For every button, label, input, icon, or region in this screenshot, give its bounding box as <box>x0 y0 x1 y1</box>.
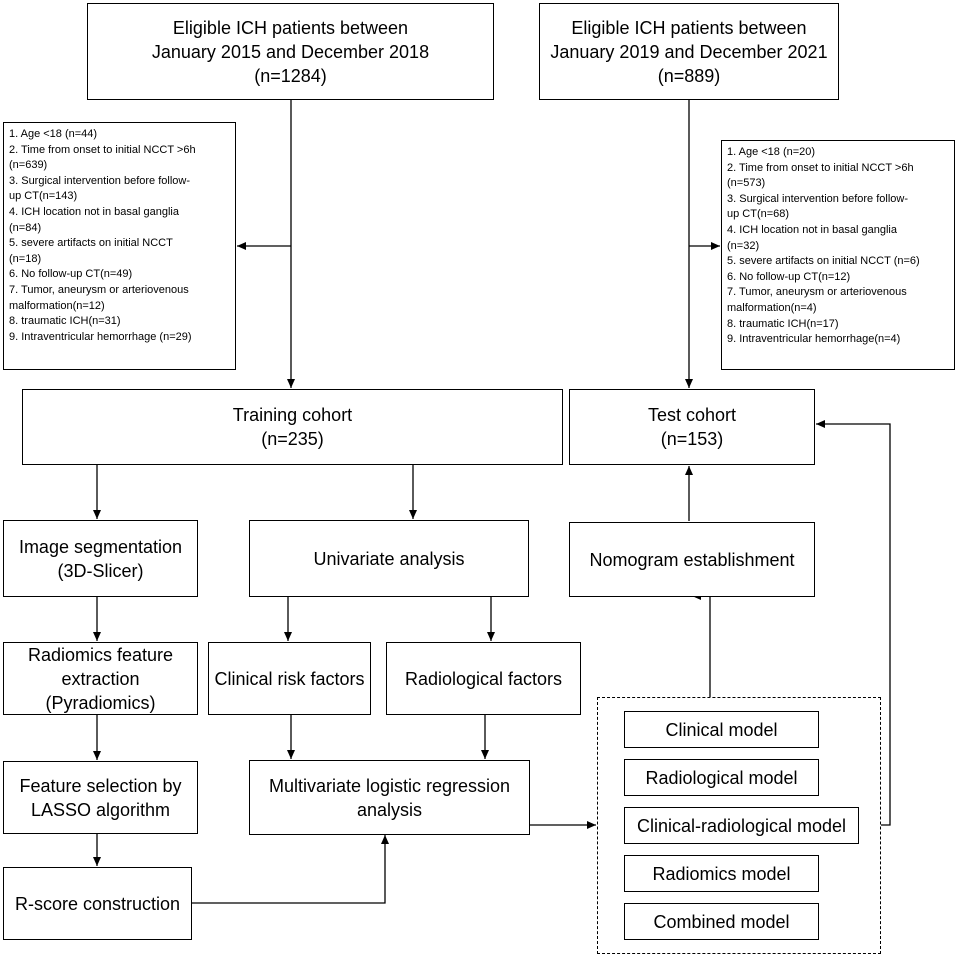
box-rscore-construction: R-score construction <box>3 867 192 940</box>
box-clinical-risk-factors: Clinical risk factors <box>208 642 371 715</box>
exclusion-line: 4. ICH location not in basal ganglia <box>9 205 179 218</box>
box-eligible-2019-2021: Eligible ICH patients between January 20… <box>539 3 839 100</box>
box-clinical-model: Clinical model <box>624 711 819 748</box>
box-line: Eligible ICH patients between <box>571 17 807 38</box>
box-line: (n=1284) <box>254 65 327 86</box>
exclusion-line: 5. severe artifacts on initial NCCT (n=6… <box>727 255 920 268</box>
box-line: Clinical risk factors <box>214 668 365 689</box>
exclusion-line: 4. ICH location not in basal ganglia <box>727 223 897 236</box>
exclusion-line: 2. Time from onset to initial NCCT >6h <box>9 143 196 156</box>
exclusion-line: 1. Age <18 (n=20) <box>727 146 816 158</box>
exclusion-list-left: 1. Age <18 (n=44) 2. Time from onset to … <box>3 122 236 370</box>
exclusion-line: 2. Time from onset to initial NCCT >6h <box>727 161 914 174</box>
arrow-models-to-nomogram <box>692 592 711 697</box>
box-line: LASSO algorithm <box>30 799 171 820</box>
box-training-cohort: Training cohort (n=235) <box>22 389 563 465</box>
box-radiological-model: Radiological model <box>624 759 819 796</box>
exclusion-line: 7. Tumor, aneurysm or arteriovenous <box>9 283 189 296</box>
exclusion-line: (n=18) <box>9 252 42 265</box>
box-test-cohort: Test cohort (n=153) <box>569 389 815 465</box>
exclusion-line: (n=32) <box>727 239 760 252</box>
box-line: R-score construction <box>14 893 181 914</box>
box-radiomics-feature-extraction: Radiomics feature extraction (Pyradiomic… <box>3 642 198 715</box>
box-univariate-analysis: Univariate analysis <box>249 520 529 597</box>
box-line: (n=235) <box>261 429 324 449</box>
box-radiomics-model: Radiomics model <box>624 855 819 892</box>
exclusion-line: up CT(n=68) <box>727 208 790 221</box>
box-line: Radiological factors <box>404 668 563 689</box>
box-radiological-factors: Radiological factors <box>386 642 581 715</box>
box-combined-model: Combined model <box>624 903 819 940</box>
box-line: Eligible ICH patients between <box>172 17 409 38</box>
exclusion-line: 7. Tumor, aneurysm or arteriovenous <box>727 286 907 299</box>
box-eligible-2015-2018: Eligible ICH patients between January 20… <box>87 3 494 100</box>
box-line: Radiomics feature <box>27 644 174 665</box>
exclusion-list-right: 1. Age <18 (n=20) 2. Time from onset to … <box>721 140 955 370</box>
box-line: Image segmentation <box>18 536 183 557</box>
box-clinical-radiological-model: Clinical-radiological model <box>624 807 859 844</box>
exclusion-line: 6. No follow-up CT(n=12) <box>727 270 851 283</box>
box-line: Combined model <box>653 911 790 932</box>
box-line: Clinical-radiological model <box>636 815 847 836</box>
arrow-rscore-to-multivariate <box>192 835 389 904</box>
box-line: (n=889) <box>657 65 721 86</box>
box-line: January 2019 and December 2021 <box>550 41 828 62</box>
box-line: Univariate analysis <box>313 548 465 569</box>
box-image-segmentation: Image segmentation (3D-Slicer) <box>3 520 198 597</box>
box-line: extraction <box>61 668 140 689</box>
exclusion-line: (n=573) <box>727 177 766 190</box>
box-line: (n=153) <box>660 429 724 449</box>
box-line: Multivariate logistic regression <box>268 775 511 796</box>
exclusion-line: malformation(n=4) <box>727 301 817 314</box>
exclusion-line: up CT(n=143) <box>9 190 78 203</box>
box-multivariate-logistic-regression: Multivariate logistic regression analysi… <box>249 760 530 835</box>
models-group <box>597 697 881 954</box>
box-nomogram-establishment: Nomogram establishment <box>569 522 815 597</box>
exclusion-line: 3. Surgical intervention before follow- <box>9 174 190 187</box>
box-line: (3D-Slicer) <box>57 560 144 581</box>
box-line: (Pyradiomics) <box>45 692 156 713</box>
box-line: Radiological model <box>645 767 798 788</box>
exclusion-line: malformation(n=12) <box>9 299 105 312</box>
arrow-model-to-test <box>816 420 891 826</box>
box-line: Clinical model <box>665 719 778 740</box>
exclusion-line: 9. Intraventricular hemorrhage(n=4) <box>727 333 901 346</box>
box-line: Radiomics model <box>652 863 791 884</box>
box-line: Test cohort <box>647 405 737 425</box>
exclusion-line: (n=639) <box>9 159 48 172</box>
exclusion-line: (n=84) <box>9 221 42 234</box>
exclusion-line: 9. Intraventricular hemorrhage (n=29) <box>9 330 192 343</box>
exclusion-line: 3. Surgical intervention before follow- <box>727 192 908 205</box>
box-line: analysis <box>356 799 423 820</box>
box-line: Nomogram establishment <box>589 549 795 570</box>
exclusion-line: 5. severe artifacts on initial NCCT <box>9 237 173 250</box>
exclusion-line: 6. No follow-up CT(n=49) <box>9 268 133 281</box>
box-line: Feature selection by <box>19 775 182 796</box>
exclusion-line: 8. traumatic ICH(n=17) <box>727 317 839 330</box>
box-line: Training cohort <box>232 405 353 425</box>
exclusion-line: 1. Age <18 (n=44) <box>9 128 98 140</box>
box-line: January 2015 and December 2018 <box>151 41 430 62</box>
exclusion-line: 8. traumatic ICH(n=31) <box>9 315 121 328</box>
box-feature-selection-lasso: Feature selection by LASSO algorithm <box>3 761 198 834</box>
